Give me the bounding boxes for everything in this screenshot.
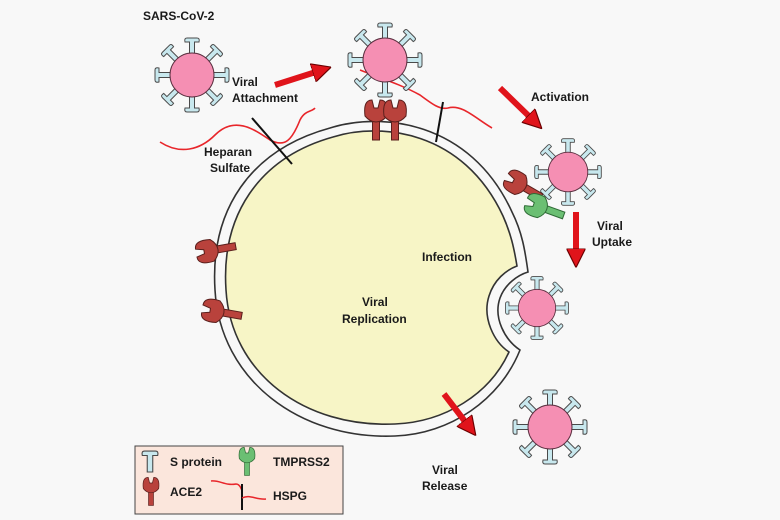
- host-cell: [213, 120, 529, 437]
- viral-attachment-label-2: Attachment: [232, 91, 298, 105]
- s-protein-icon: [141, 450, 159, 473]
- tmprss2-protease: [521, 190, 569, 227]
- heparan-sulfate-label-1: Heparan: [204, 145, 252, 159]
- virus-free: [155, 38, 229, 112]
- legend-s-protein: S protein: [170, 455, 222, 469]
- viral-uptake-label-2: Uptake: [592, 235, 632, 249]
- activation-arrow: [497, 85, 535, 122]
- legend-ace2: ACE2: [170, 485, 202, 499]
- virus-attached: [348, 23, 422, 97]
- legend: S protein TMPRSS2 ACE2 HSPG: [134, 445, 344, 515]
- viral-release-label-2: Release: [422, 479, 468, 493]
- cell-membrane-inner: [224, 130, 518, 425]
- infection-label: Infection: [422, 250, 472, 264]
- hspg-core-left: [251, 117, 293, 165]
- viral-uptake-label-1: Viral: [597, 219, 623, 233]
- hspg-core-top: [435, 101, 444, 143]
- virus-uptake: [506, 277, 569, 340]
- hspg-icon: [210, 480, 267, 510]
- viral-release-label-1: Viral: [432, 463, 458, 477]
- legend-hspg: HSPG: [273, 489, 307, 503]
- attachment-arrow: [274, 70, 322, 88]
- heparan-sulfate-label-2: Sulfate: [210, 161, 250, 175]
- virus-released: [513, 390, 587, 464]
- virus-activation: [535, 139, 602, 206]
- viral-replication-label-2: Replication: [342, 312, 407, 326]
- activation-label: Activation: [531, 90, 589, 104]
- legend-tmprss2: TMPRSS2: [273, 455, 330, 469]
- viral-replication-label-1: Viral: [362, 295, 388, 309]
- viral-attachment-label-1: Viral: [232, 75, 258, 89]
- title-label: SARS-CoV-2: [143, 9, 215, 23]
- release-arrow: [441, 392, 470, 428]
